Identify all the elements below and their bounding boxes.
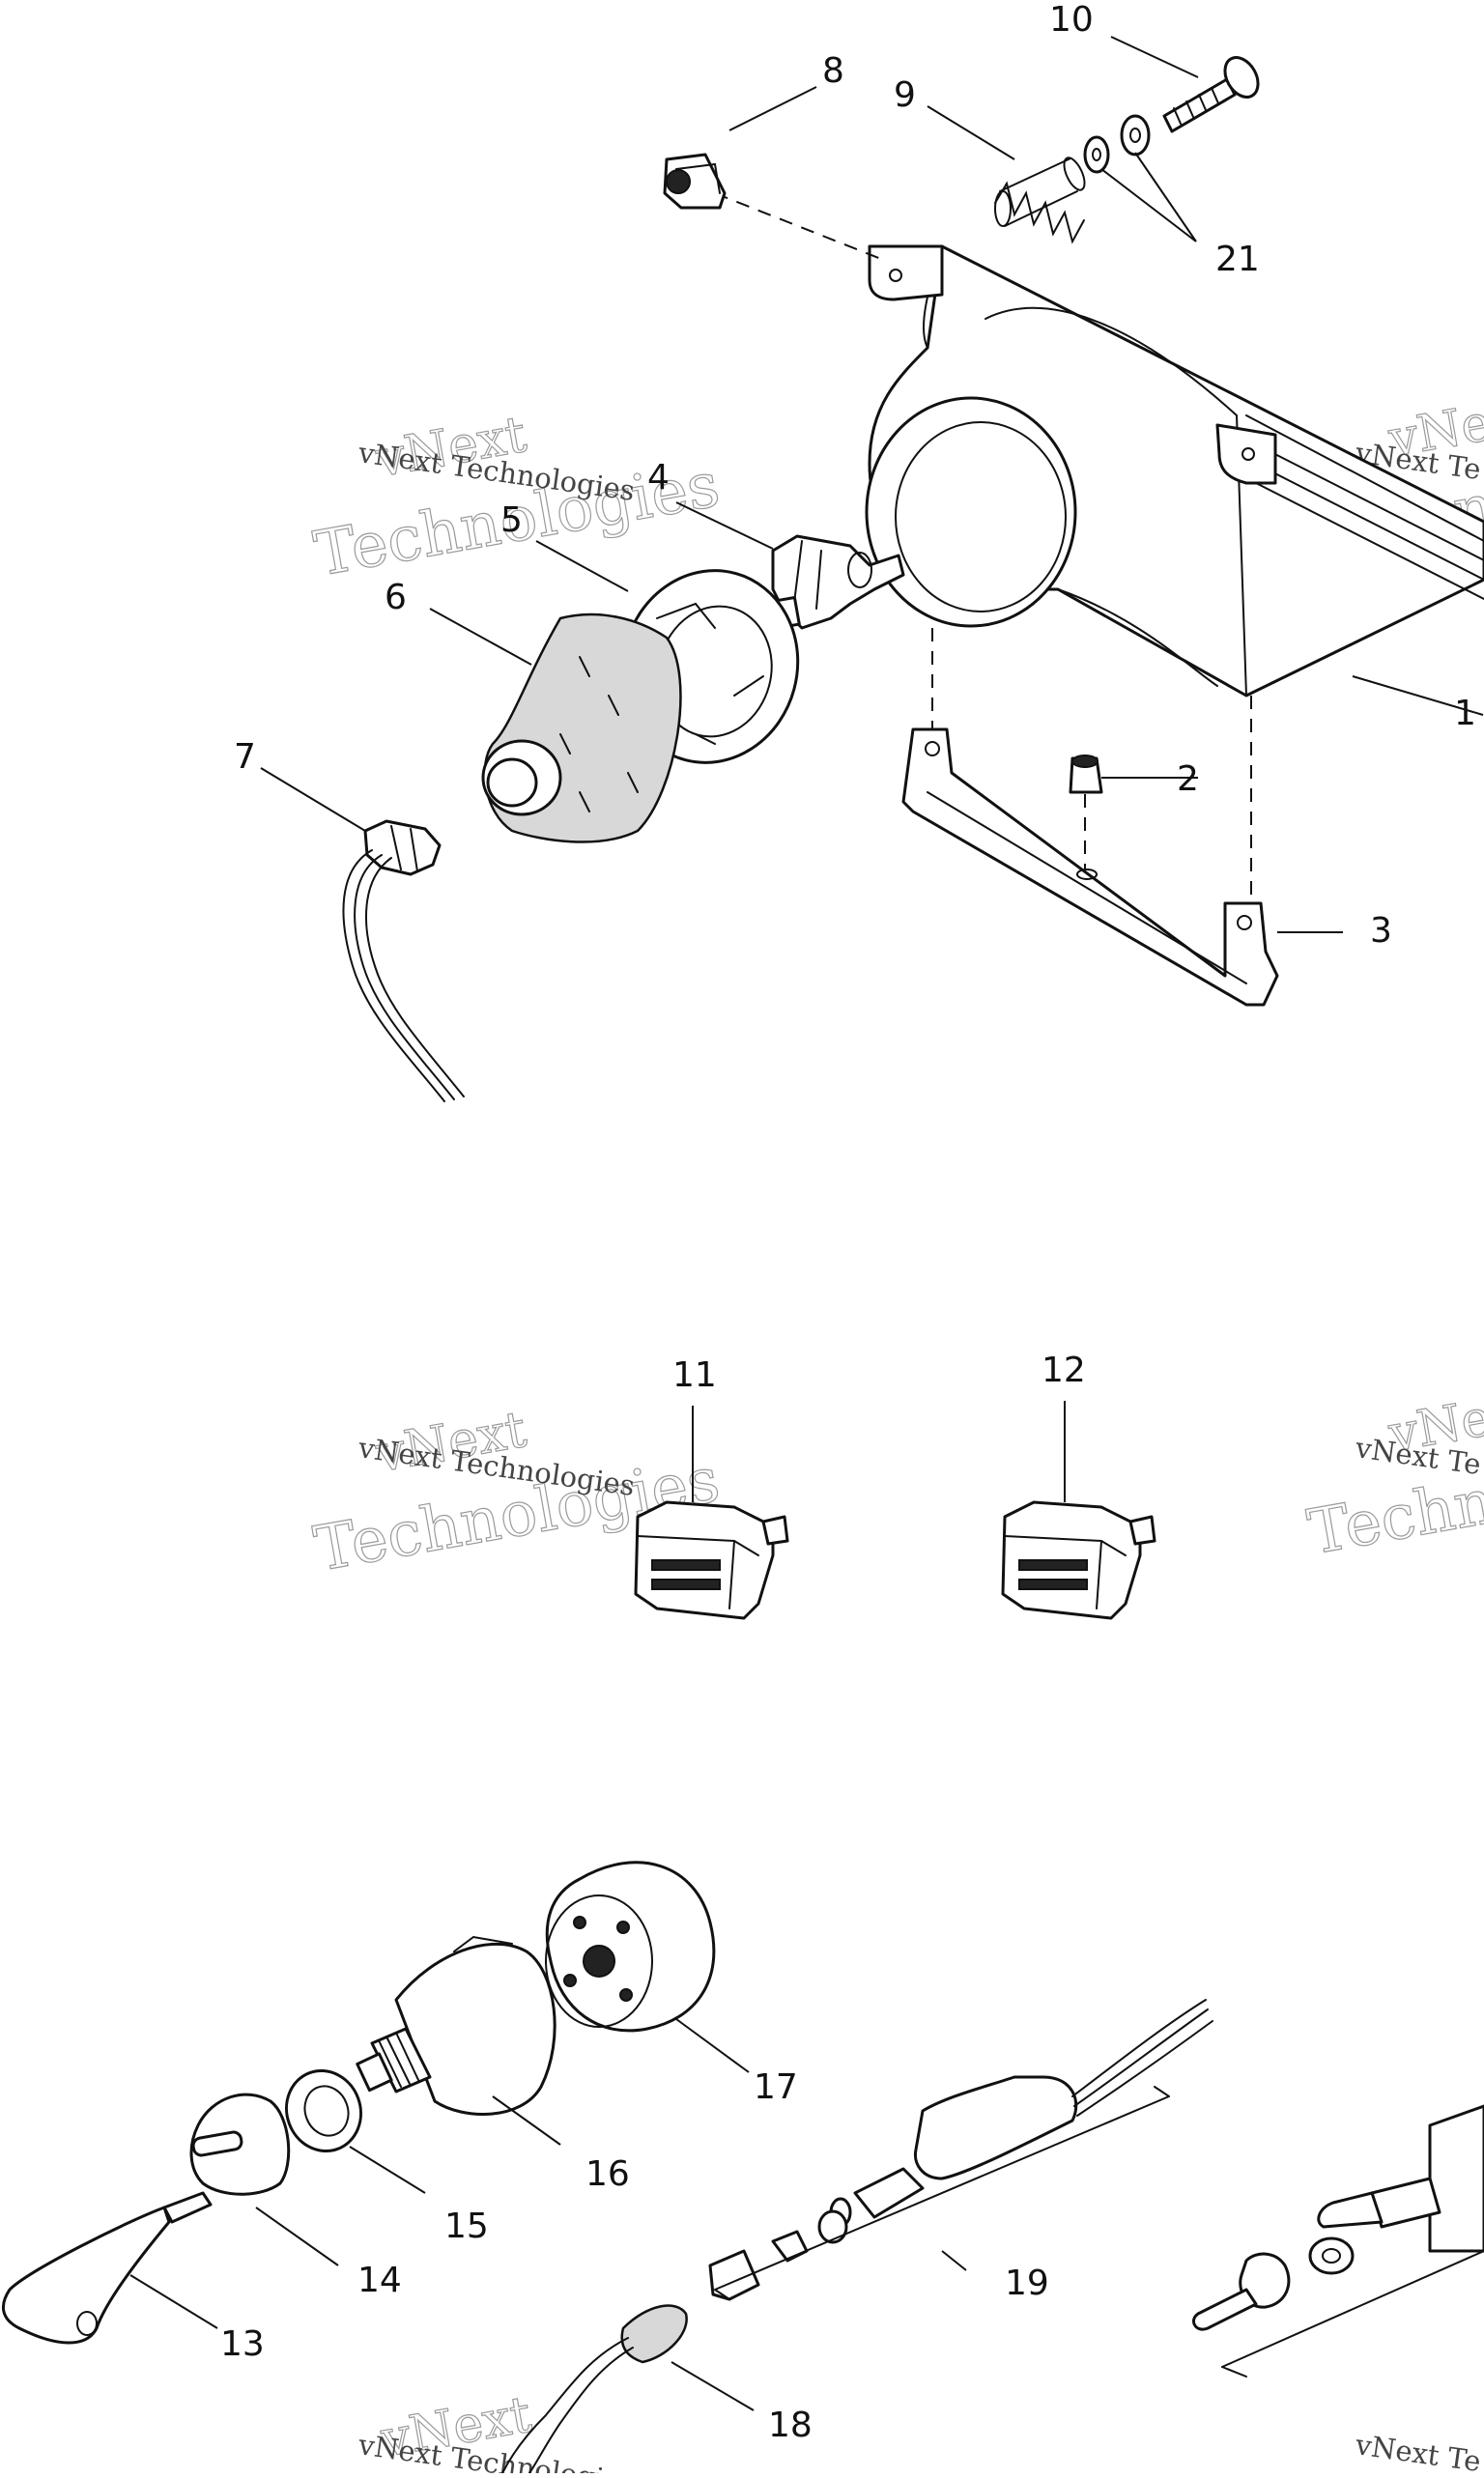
- callout-4: 4: [647, 458, 670, 498]
- callout-21: 21: [1215, 240, 1260, 279]
- connector-assembly: [708, 1999, 1213, 2301]
- spring: [994, 157, 1086, 244]
- callout-12: 12: [1042, 1351, 1086, 1390]
- reflector: [481, 612, 682, 843]
- callout-6: 6: [385, 578, 407, 617]
- callout-18: 18: [768, 2406, 813, 2445]
- rocker-switch-11: [634, 1500, 789, 1620]
- screw: [1162, 56, 1260, 133]
- rocker-switch-12: [1001, 1500, 1156, 1620]
- assembly-line: [714, 192, 882, 260]
- cover: [545, 1861, 716, 2033]
- wiring-harness: [342, 819, 465, 1102]
- callout-5: 5: [500, 500, 523, 540]
- headlight-housing: [865, 244, 1484, 698]
- callout-13: 13: [220, 2324, 265, 2364]
- callout-8: 8: [822, 51, 844, 91]
- leader-lines: [129, 36, 1484, 2411]
- callout-3: 3: [1370, 911, 1392, 951]
- callout-11: 11: [672, 1355, 717, 1395]
- callout-16: 16: [585, 2154, 630, 2194]
- callout-17: 17: [754, 2067, 798, 2107]
- callout-19: 19: [1005, 2264, 1049, 2303]
- callout-1: 1: [1454, 694, 1476, 733]
- callout-2: 2: [1177, 759, 1199, 799]
- headlight-bracket: [901, 727, 1279, 1007]
- watermark-small-cut: vNext Te: [1353, 2428, 1483, 2473]
- callout-15: 15: [444, 2207, 489, 2246]
- ignition-body: [356, 1935, 556, 2116]
- toggle-switch: [1192, 2104, 1484, 2378]
- key: [1, 2191, 213, 2345]
- callout-labels: 10 8 9 21 4 5 6 7 1 2 3 11 12 17 16 15 1…: [220, 0, 1476, 2445]
- ignition-nut: [285, 2068, 362, 2153]
- nut: [1069, 755, 1103, 794]
- clip: [663, 153, 727, 210]
- washers: [1083, 114, 1151, 174]
- callout-10: 10: [1049, 0, 1094, 40]
- callout-14: 14: [357, 2261, 402, 2300]
- bezel: [189, 2093, 291, 2196]
- callout-9: 9: [894, 75, 916, 115]
- group-bracket: [714, 2086, 1170, 2300]
- wire-lead: [501, 2304, 688, 2474]
- callout-7: 7: [234, 737, 256, 777]
